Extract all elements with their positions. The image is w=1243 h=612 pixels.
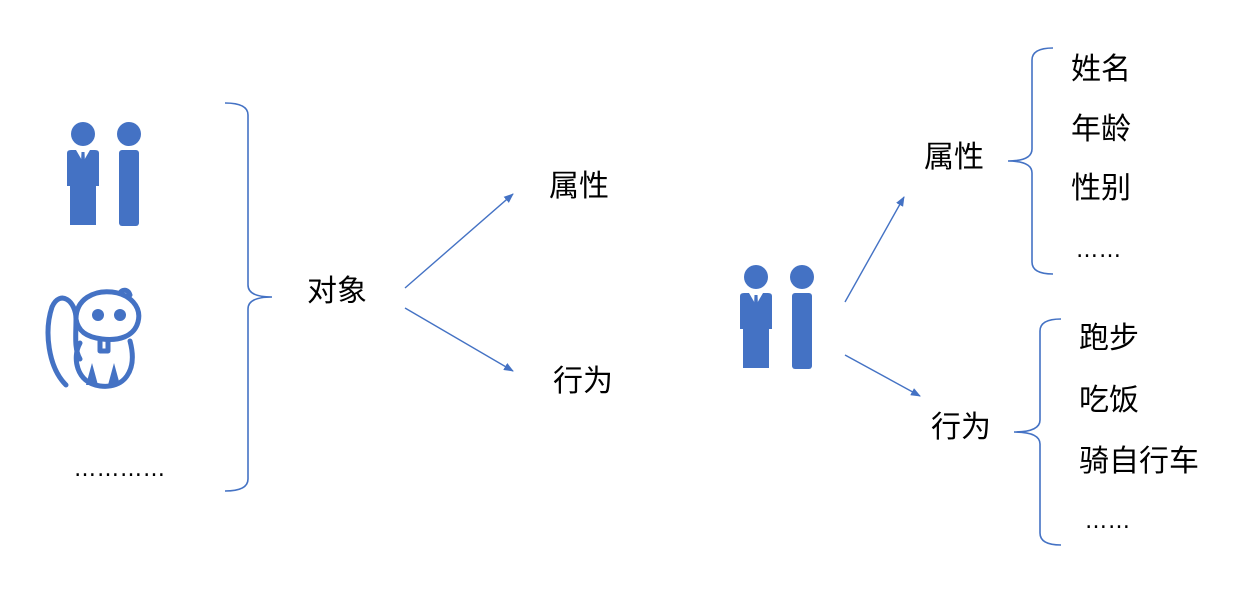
attribute-item-ellipsis: ……: [1076, 238, 1122, 263]
attribute-label: 属性: [549, 169, 609, 204]
arrow-to-right-behavior: [844, 354, 921, 397]
left-ellipsis: …………: [74, 457, 166, 482]
arrow-to-attribute: [404, 193, 514, 289]
people-icon: [67, 122, 141, 226]
right-attribute-label: 属性: [924, 140, 984, 175]
arrow-to-behavior: [404, 307, 514, 372]
left-group-brace: [224, 102, 273, 492]
object-label: 对象: [307, 274, 367, 309]
behavior-item-cycling: 骑自行车: [1079, 444, 1199, 479]
attribute-item-name: 姓名: [1071, 52, 1131, 87]
squirrel-icon: [45, 287, 142, 389]
people-icon: [740, 265, 814, 369]
attribute-items-brace: [1007, 47, 1054, 275]
right-behavior-label: 行为: [931, 410, 991, 445]
attribute-item-age: 年龄: [1071, 112, 1131, 147]
attribute-item-gender: 性别: [1071, 171, 1131, 206]
arrow-to-right-attribute: [844, 196, 905, 303]
behavior-item-ellipsis: ……: [1085, 509, 1131, 534]
behavior-items-brace: [1013, 318, 1062, 546]
behavior-item-eating: 吃饭: [1079, 383, 1139, 418]
behavior-item-running: 跑步: [1079, 321, 1139, 356]
behavior-label: 行为: [553, 364, 613, 399]
